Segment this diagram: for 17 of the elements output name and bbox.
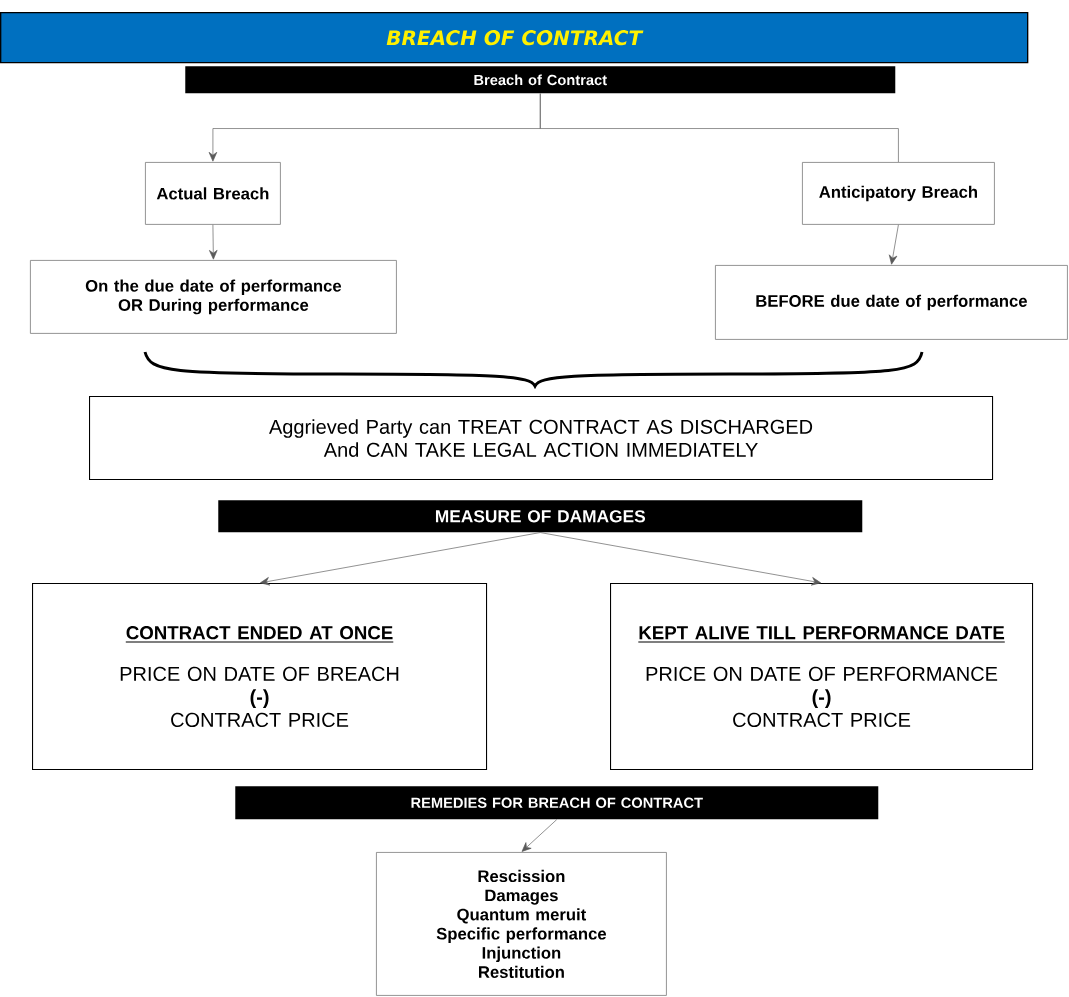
text-box: Aggrieved Party can TREAT CONTRACT AS DISCHARGED And CAN TAKE LEGAL ACTION IMMEDIATELY: [89, 396, 994, 481]
heading-bar: Breach of Contract: [185, 66, 896, 94]
formula-box: KEPT ALIVE TILL PERFORMANCE DATE PRICE ON DATE OF PERFORMANCE (-) CONTRACT PRICE: [610, 583, 1034, 771]
text-box: BEFORE due date of performance: [715, 265, 1068, 340]
title-banner: BREACH OF CONTRACT: [0, 12, 1029, 64]
text-box: On the due date of performance OR During performance: [30, 260, 397, 334]
arrow: [539, 532, 822, 586]
text-box: Rescission Damages Quantum meruit Specific performance Injunction Restitution: [376, 852, 667, 996]
formula-box: CONTRACT ENDED AT ONCE PRICE ON DATE OF BREACH (-) CONTRACT PRICE: [32, 583, 488, 771]
arrow: [521, 819, 558, 852]
arrow: [260, 532, 541, 586]
arrow: [888, 224, 899, 265]
arrow: [209, 224, 218, 260]
text-box: Actual Breach: [145, 162, 281, 225]
text-box: Anticipatory Breach: [802, 162, 995, 225]
heading-bar: MEASURE OF DAMAGES: [218, 500, 863, 533]
heading-bar: REMEDIES FOR BREACH OF CONTRACT: [235, 786, 879, 820]
